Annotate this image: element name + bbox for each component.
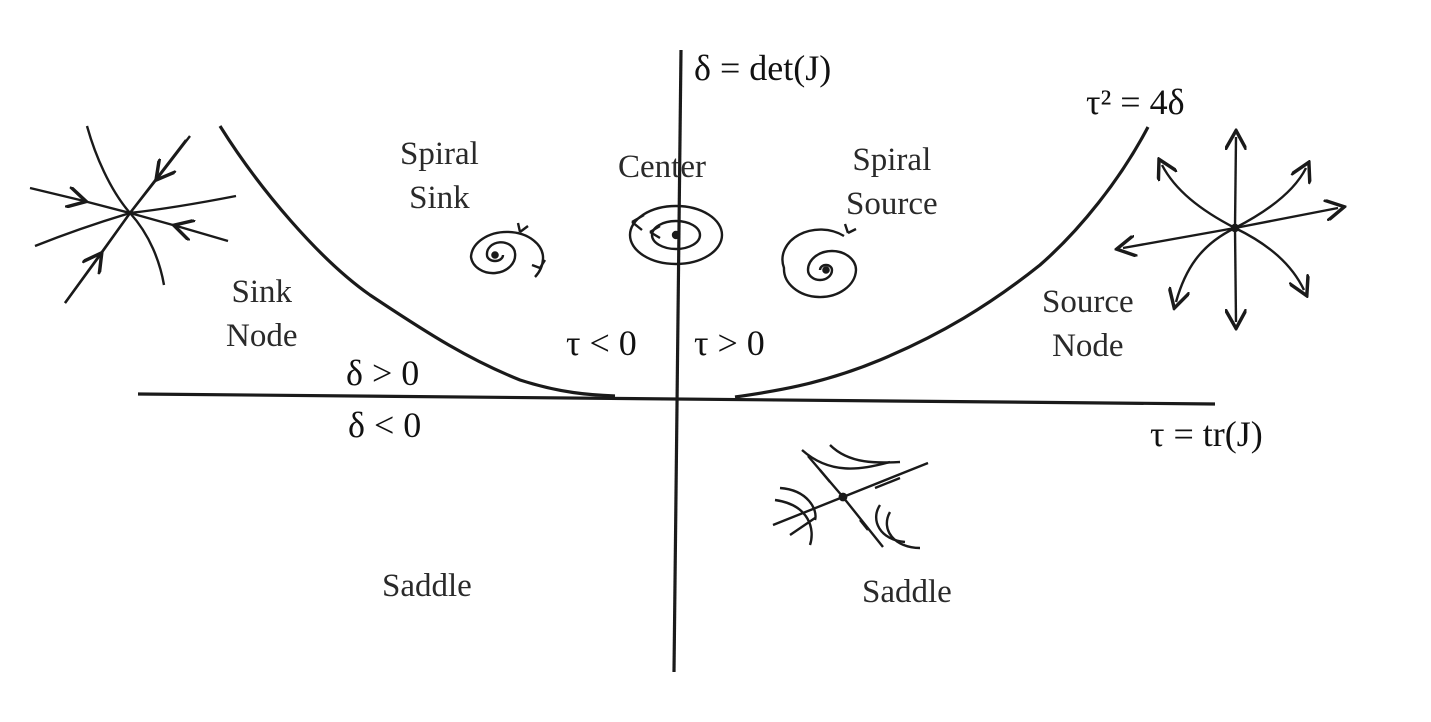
- x-axis: [137, 392, 1216, 406]
- sink-node-line2: Node: [226, 318, 298, 354]
- spiral-source-line1: Spiral: [852, 142, 932, 178]
- spiral-source-label: Spiral Source: [846, 138, 938, 226]
- spiral-source-line2: Source: [846, 186, 938, 222]
- spiral-sink-portrait-icon: [469, 222, 547, 278]
- sink-node-portrait-icon: [29, 125, 237, 304]
- center-label: Center: [618, 149, 706, 185]
- spiral-sink-line1: Spiral: [400, 136, 479, 172]
- spiral-sink-label: Spiral Sink: [400, 132, 479, 220]
- sink-node-label: Sink Node: [226, 270, 297, 358]
- spiral-source-portrait-icon: [781, 223, 858, 299]
- saddle-right-label: Saddle: [862, 574, 952, 610]
- source-node-line2: Node: [1052, 328, 1124, 364]
- parabola-right-branch: [734, 126, 1150, 399]
- center-portrait-icon: [628, 204, 724, 266]
- delta-positive-label: δ > 0: [346, 353, 420, 393]
- source-node-portrait-icon: [1123, 137, 1338, 322]
- source-node-line1: Source: [1042, 284, 1134, 320]
- parabola-label: τ² = 4δ: [1086, 82, 1185, 122]
- delta-negative-label: δ < 0: [348, 405, 422, 445]
- saddle-left-label: Saddle: [382, 568, 472, 604]
- tau-negative-label: τ < 0: [566, 323, 637, 363]
- tau-positive-label: τ > 0: [694, 323, 765, 363]
- sink-node-line1: Sink: [231, 274, 292, 310]
- parabola-left-branch: [218, 125, 616, 398]
- spiral-sink-line2: Sink: [409, 180, 470, 216]
- x-axis-label: τ = tr(J): [1150, 414, 1263, 454]
- source-node-label: Source Node: [1042, 280, 1134, 368]
- y-axis: [672, 49, 683, 673]
- y-axis-label: δ = det(J): [694, 48, 832, 88]
- saddle-portrait-icon: [772, 444, 929, 550]
